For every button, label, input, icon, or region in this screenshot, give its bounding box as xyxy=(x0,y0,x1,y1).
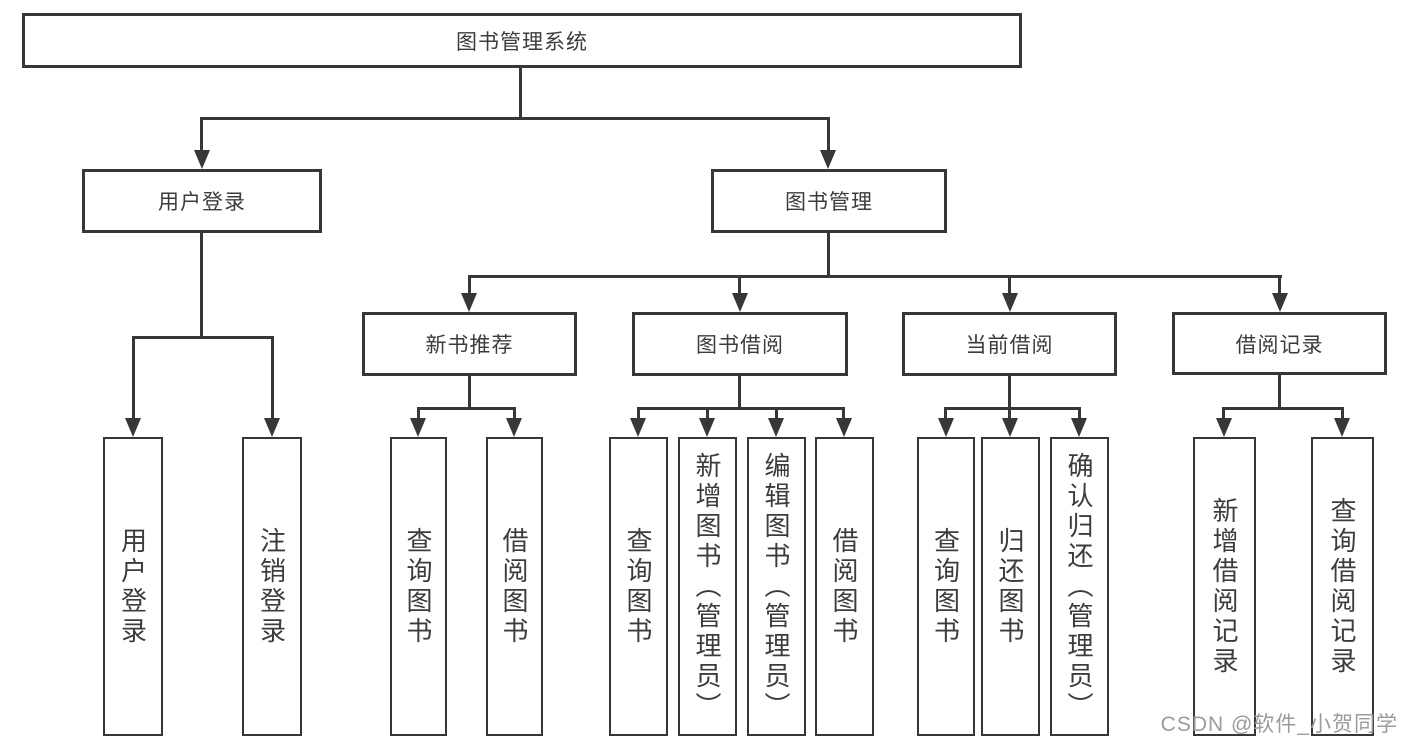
connector-book-management-trunk xyxy=(827,233,830,278)
node-current-borrowing: 当前借阅 xyxy=(902,312,1117,376)
arrow-down-icon xyxy=(1334,418,1350,437)
leaf-borrow-add-books-admin: 新增图书（管理员） xyxy=(678,437,737,736)
leaf-logout: 注销登录 xyxy=(242,437,302,736)
connector-level2-rail xyxy=(200,117,830,120)
arrow-down-icon xyxy=(264,418,280,437)
leaf-current-confirm-return-admin: 确认归还（管理员） xyxy=(1050,437,1109,736)
connector-borrow-records-trunk xyxy=(1278,375,1281,410)
node-new-book-recommendation: 新书推荐 xyxy=(362,312,577,376)
arrow-down-icon xyxy=(820,150,836,169)
arrow-down-icon xyxy=(938,418,954,437)
connector-stem xyxy=(827,117,830,153)
arrow-down-icon xyxy=(410,418,426,437)
connector-stem xyxy=(1078,407,1081,421)
connector-level3-rail xyxy=(468,275,1282,278)
node-root: 图书管理系统 xyxy=(22,13,1022,68)
connector-stem xyxy=(1008,407,1011,421)
connector-user-login-rail xyxy=(132,336,274,339)
node-book-management: 图书管理 xyxy=(711,169,947,233)
arrow-down-icon xyxy=(1216,418,1232,437)
connector-stem xyxy=(944,407,947,421)
arrow-down-icon xyxy=(1002,418,1018,437)
connector-stem xyxy=(468,275,471,297)
node-book-borrowing: 图书借阅 xyxy=(632,312,848,376)
connector-stem xyxy=(132,336,135,421)
connector-stem xyxy=(738,275,741,297)
connector-stem xyxy=(1222,407,1225,421)
leaf-borrow-query-books: 查询图书 xyxy=(609,437,668,736)
arrow-down-icon xyxy=(1002,293,1018,312)
arrow-down-icon xyxy=(836,418,852,437)
arrow-down-icon xyxy=(461,293,477,312)
connector-stem xyxy=(775,407,778,421)
leaf-records-add-record: 新增借阅记录 xyxy=(1193,437,1256,736)
leaf-current-query-books: 查询图书 xyxy=(917,437,975,736)
connector-stem xyxy=(1008,275,1011,297)
connector-stem xyxy=(1278,275,1281,297)
connector-borrow-records-rail xyxy=(1222,407,1344,410)
connector-current-borrow-trunk xyxy=(1008,376,1011,410)
csdn-watermark: CSDN @软件_小贺同学 xyxy=(1160,713,1398,736)
connector-current-borrow-rail xyxy=(944,407,1081,410)
connector-stem xyxy=(200,117,203,153)
arrow-down-icon xyxy=(732,293,748,312)
arrow-down-icon xyxy=(1272,293,1288,312)
arrow-down-icon xyxy=(699,418,715,437)
arrow-down-icon xyxy=(1071,418,1087,437)
connector-new-book-trunk xyxy=(468,376,471,410)
arrow-down-icon xyxy=(768,418,784,437)
connector-book-borrow-rail xyxy=(637,407,845,410)
connector-new-book-rail xyxy=(417,407,516,410)
connector-user-login-trunk xyxy=(200,233,203,339)
connector-stem xyxy=(637,407,640,421)
arrow-down-icon xyxy=(125,418,141,437)
arrow-down-icon xyxy=(506,418,522,437)
leaf-borrow-borrow-books: 借阅图书 xyxy=(815,437,874,736)
leaf-records-query-record: 查询借阅记录 xyxy=(1311,437,1374,736)
leaf-borrow-edit-books-admin: 编辑图书（管理员） xyxy=(747,437,806,736)
connector-stem xyxy=(513,407,516,421)
node-borrowing-records: 借阅记录 xyxy=(1172,312,1387,375)
connector-stem xyxy=(1341,407,1344,421)
connector-stem xyxy=(842,407,845,421)
arrow-down-icon xyxy=(194,150,210,169)
connector-stem xyxy=(417,407,420,421)
connector-root-trunk xyxy=(519,68,522,119)
leaf-user-login: 用户登录 xyxy=(103,437,163,736)
arrow-down-icon xyxy=(630,418,646,437)
connector-stem xyxy=(271,336,274,421)
node-user-login: 用户登录 xyxy=(82,169,322,233)
leaf-current-return-books: 归还图书 xyxy=(981,437,1040,736)
connector-stem xyxy=(706,407,709,421)
leaf-newbook-borrow-books: 借阅图书 xyxy=(486,437,543,736)
leaf-newbook-query-books: 查询图书 xyxy=(390,437,447,736)
connector-book-borrow-trunk xyxy=(738,376,741,410)
